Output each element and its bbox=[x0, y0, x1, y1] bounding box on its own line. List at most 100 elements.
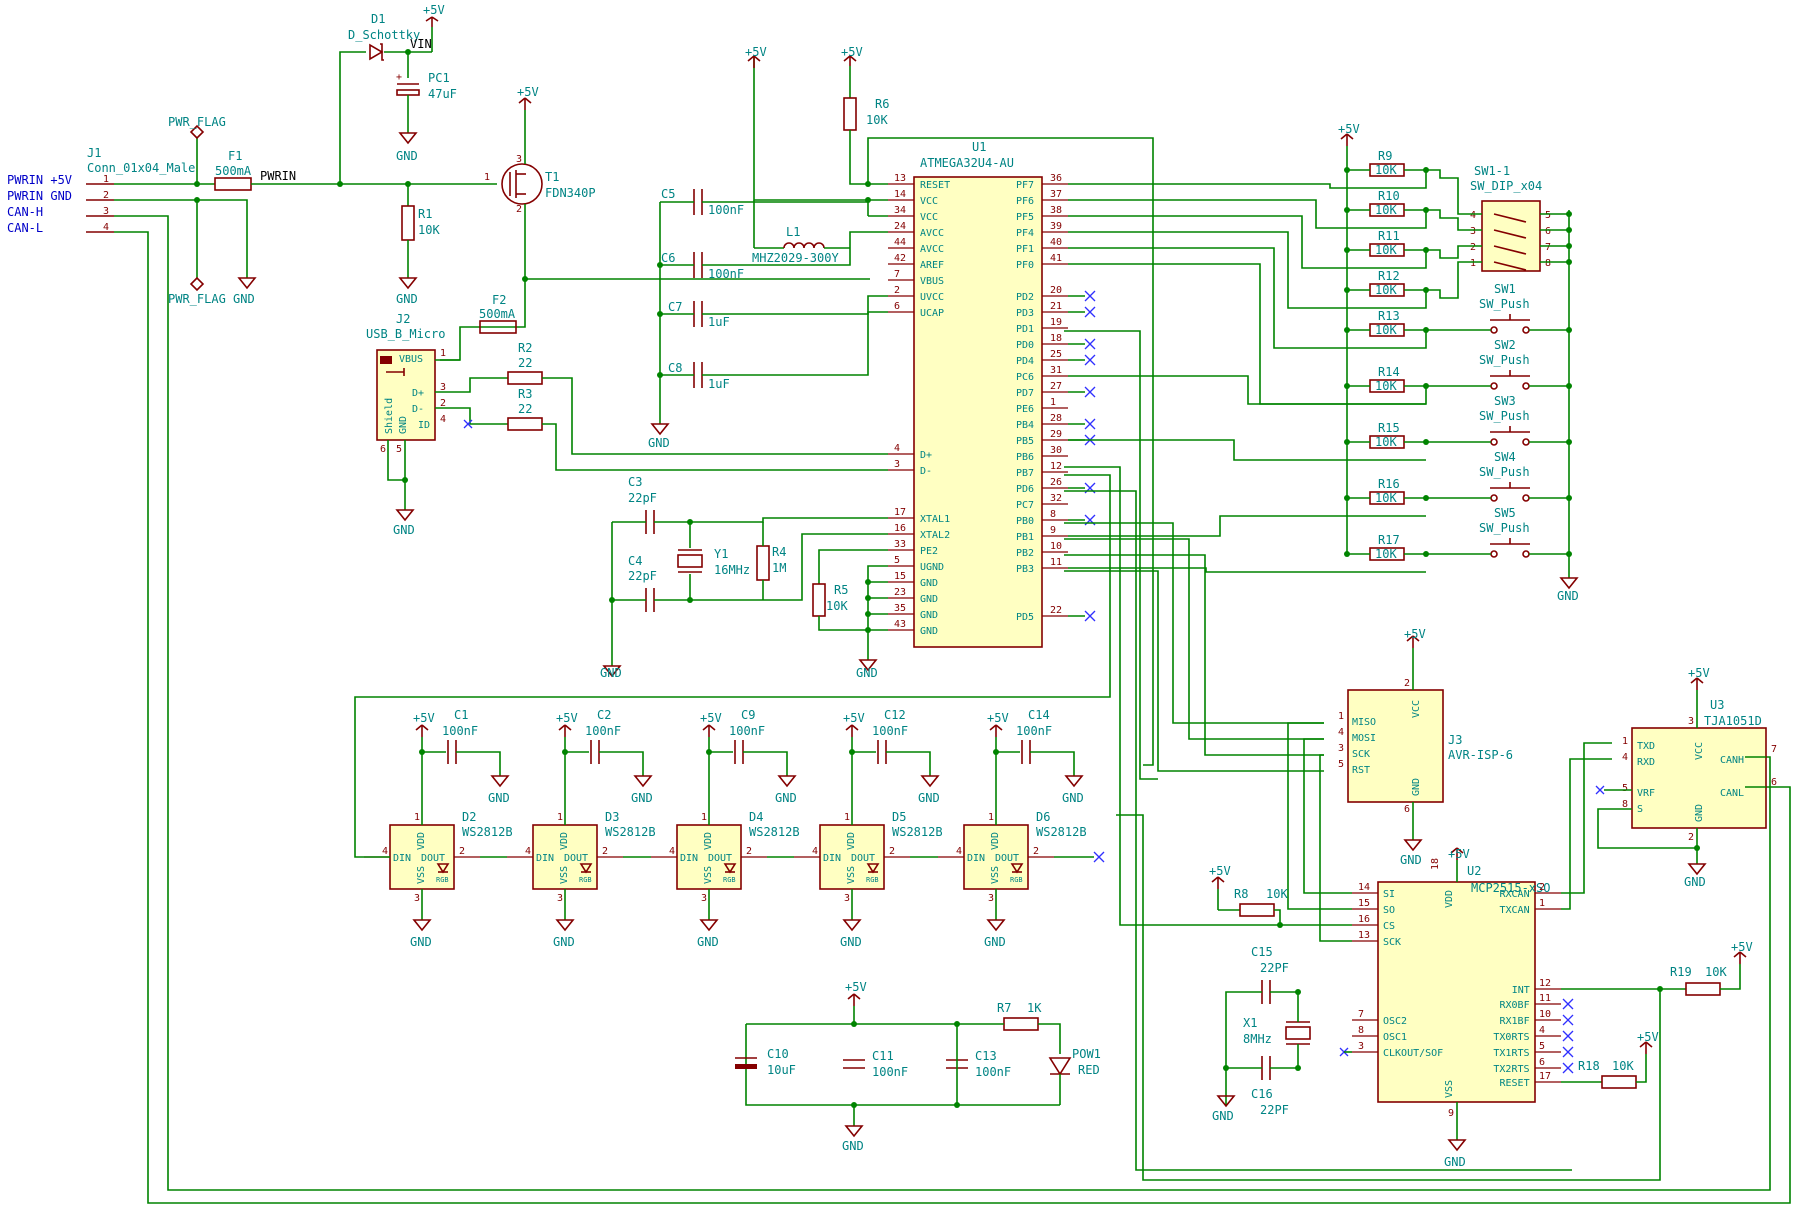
pwr-flag-top-label: PWR_FLAG bbox=[168, 115, 226, 129]
d3-pin-2: 2 bbox=[602, 846, 608, 857]
t1-ref: T1 bbox=[545, 170, 559, 184]
u1-pin-1: 1 bbox=[1050, 397, 1056, 408]
l1-ref: L1 bbox=[786, 225, 800, 239]
d2-rgb: RGB bbox=[436, 876, 449, 884]
u1-pin-name-2: UVCC bbox=[920, 292, 944, 303]
d4-pin-3: 3 bbox=[701, 893, 707, 904]
u1-pin-7: 7 bbox=[894, 269, 900, 280]
u3-name-canl: CANL bbox=[1720, 788, 1744, 799]
gnd-u1-label: GND bbox=[856, 666, 878, 680]
sw-dip-pin-r3: 8 bbox=[1545, 258, 1551, 269]
u1-pin-name-41: PF0 bbox=[1016, 260, 1034, 271]
u2-pin-name-12: INT bbox=[1512, 985, 1530, 996]
sw1-value: SW_Push bbox=[1479, 297, 1530, 311]
diode-d1: D1 D_Schottky bbox=[348, 12, 420, 61]
gnd-d4: GND bbox=[697, 919, 719, 949]
r15-ref: R15 bbox=[1378, 421, 1400, 435]
d6-pin-3: 3 bbox=[988, 893, 994, 904]
r3-ref: R3 bbox=[518, 387, 532, 401]
y1-value: 16MHz bbox=[714, 563, 750, 577]
c13-ref: C13 bbox=[975, 1049, 997, 1063]
c7-ref: C7 bbox=[668, 300, 682, 314]
crystal-y1: Y1 16MHz bbox=[677, 547, 750, 577]
u1-nc-20 bbox=[1084, 290, 1096, 302]
d3-pin-4: 4 bbox=[525, 846, 531, 857]
r17-value: 10K bbox=[1375, 547, 1397, 561]
u1-pin-26: 26 bbox=[1050, 477, 1062, 488]
vcc-j3-label: +5V bbox=[1404, 627, 1426, 641]
r18-ref: R18 bbox=[1578, 1059, 1600, 1073]
u1-pin-25: 25 bbox=[1050, 349, 1062, 360]
f2-value: 500mA bbox=[479, 307, 516, 321]
resistor-r5: R5 10K bbox=[812, 583, 848, 617]
u1-pin-9: 9 bbox=[1050, 525, 1056, 536]
u2-pin-12: 12 bbox=[1539, 978, 1551, 989]
gnd-caps-label: GND bbox=[648, 436, 670, 450]
u2-pin-name-8: OSC1 bbox=[1383, 1032, 1407, 1043]
r9-ref: R9 bbox=[1378, 149, 1392, 163]
sw-dip-pin-r2: 7 bbox=[1545, 242, 1551, 253]
c9-value: 100nF bbox=[729, 724, 765, 738]
u1-pin-41: 41 bbox=[1050, 253, 1062, 264]
vcc-d3-label: +5V bbox=[556, 711, 578, 725]
r10-ref: R10 bbox=[1378, 189, 1400, 203]
u1-pin-4: 4 bbox=[894, 443, 900, 454]
u2-nc-11 bbox=[1562, 998, 1574, 1010]
d6-vdd: VDD bbox=[990, 832, 1001, 850]
u1-pin-15: 15 bbox=[894, 571, 906, 582]
u2-pin-name-10: RX1BF bbox=[1500, 1016, 1530, 1027]
u2-nc-5 bbox=[1562, 1046, 1574, 1058]
u1-pin-name-27: PD7 bbox=[1016, 388, 1034, 399]
j2-pin-1: 1 bbox=[440, 348, 446, 359]
u1-pin-name-44: AVCC bbox=[920, 244, 944, 255]
isp-j3: J3 AVR-ISP-6 MISO MOSI SCK RST 1 4 3 5 V… bbox=[1338, 678, 1513, 815]
vcc-r19-label: +5V bbox=[1731, 940, 1753, 954]
r12-ref: R12 bbox=[1378, 269, 1400, 283]
u1-pin-28: 28 bbox=[1050, 413, 1062, 424]
push-switches: SW1SW_PushSW2SW_PushSW3SW_PushSW4SW_Push… bbox=[1068, 282, 1572, 573]
r4-value: 1M bbox=[772, 561, 786, 575]
t1-value: FDN340P bbox=[545, 186, 596, 200]
d4-ref: D4 bbox=[749, 810, 763, 824]
j3-pin-3: 3 bbox=[1338, 743, 1344, 754]
j2-pin-dp: D+ bbox=[412, 388, 424, 399]
u1-pin-name-32: PC7 bbox=[1016, 500, 1034, 511]
u1-ref: U1 bbox=[972, 140, 986, 154]
u1-pin-11: 11 bbox=[1050, 557, 1062, 568]
u3-name-txd: TXD bbox=[1637, 741, 1655, 752]
d4-vss: VSS bbox=[703, 866, 714, 884]
pwr-flag-top: PWR_FLAG bbox=[168, 115, 226, 140]
u2-pin-name-11: RX0BF bbox=[1500, 1000, 1530, 1011]
j2-pin-vbus: VBUS bbox=[399, 354, 423, 365]
u1-pin-name-3: D- bbox=[920, 466, 932, 477]
vcc-switches: +5V bbox=[1338, 122, 1360, 146]
u1-pin-name-23: GND bbox=[920, 594, 938, 605]
u1-pin-name-12: PB7 bbox=[1016, 468, 1034, 479]
gnd-d3-label: GND bbox=[553, 935, 575, 949]
gnd-u2-osc-label: GND bbox=[1212, 1109, 1234, 1123]
u1-pin-name-43: GND bbox=[920, 626, 938, 637]
sw2-value: SW_Push bbox=[1479, 353, 1530, 367]
cap-c10: C10 10uF bbox=[735, 1047, 796, 1077]
u2-pin-16: 16 bbox=[1358, 914, 1370, 925]
vcc-d3: +5V bbox=[556, 711, 578, 737]
u1-left-pins: 13RESET14VCC34VCC24AVCC44AVCC42AREF7VBUS… bbox=[888, 173, 950, 637]
fuse-f2: F2 500mA bbox=[479, 293, 517, 334]
u1-pin-34: 34 bbox=[894, 205, 906, 216]
u3-pin-3: 3 bbox=[1688, 716, 1694, 727]
u3-name-rxd: RXD bbox=[1637, 757, 1655, 768]
j3-name-mosi: MOSI bbox=[1352, 733, 1376, 744]
r8-value: 10K bbox=[1266, 887, 1288, 901]
vcc-t1: +5V bbox=[517, 85, 539, 110]
vcc-r6: +5V bbox=[841, 45, 863, 66]
j1-signal-can-l: CAN-L bbox=[7, 221, 43, 235]
j1-pin-4: 4 bbox=[103, 222, 109, 233]
cap-c6: C6 100nF bbox=[661, 251, 744, 281]
u2-pin-3: 3 bbox=[1358, 1041, 1364, 1052]
vcc-filter: +5V bbox=[845, 980, 867, 1006]
u1-pin-22: 22 bbox=[1050, 605, 1062, 616]
